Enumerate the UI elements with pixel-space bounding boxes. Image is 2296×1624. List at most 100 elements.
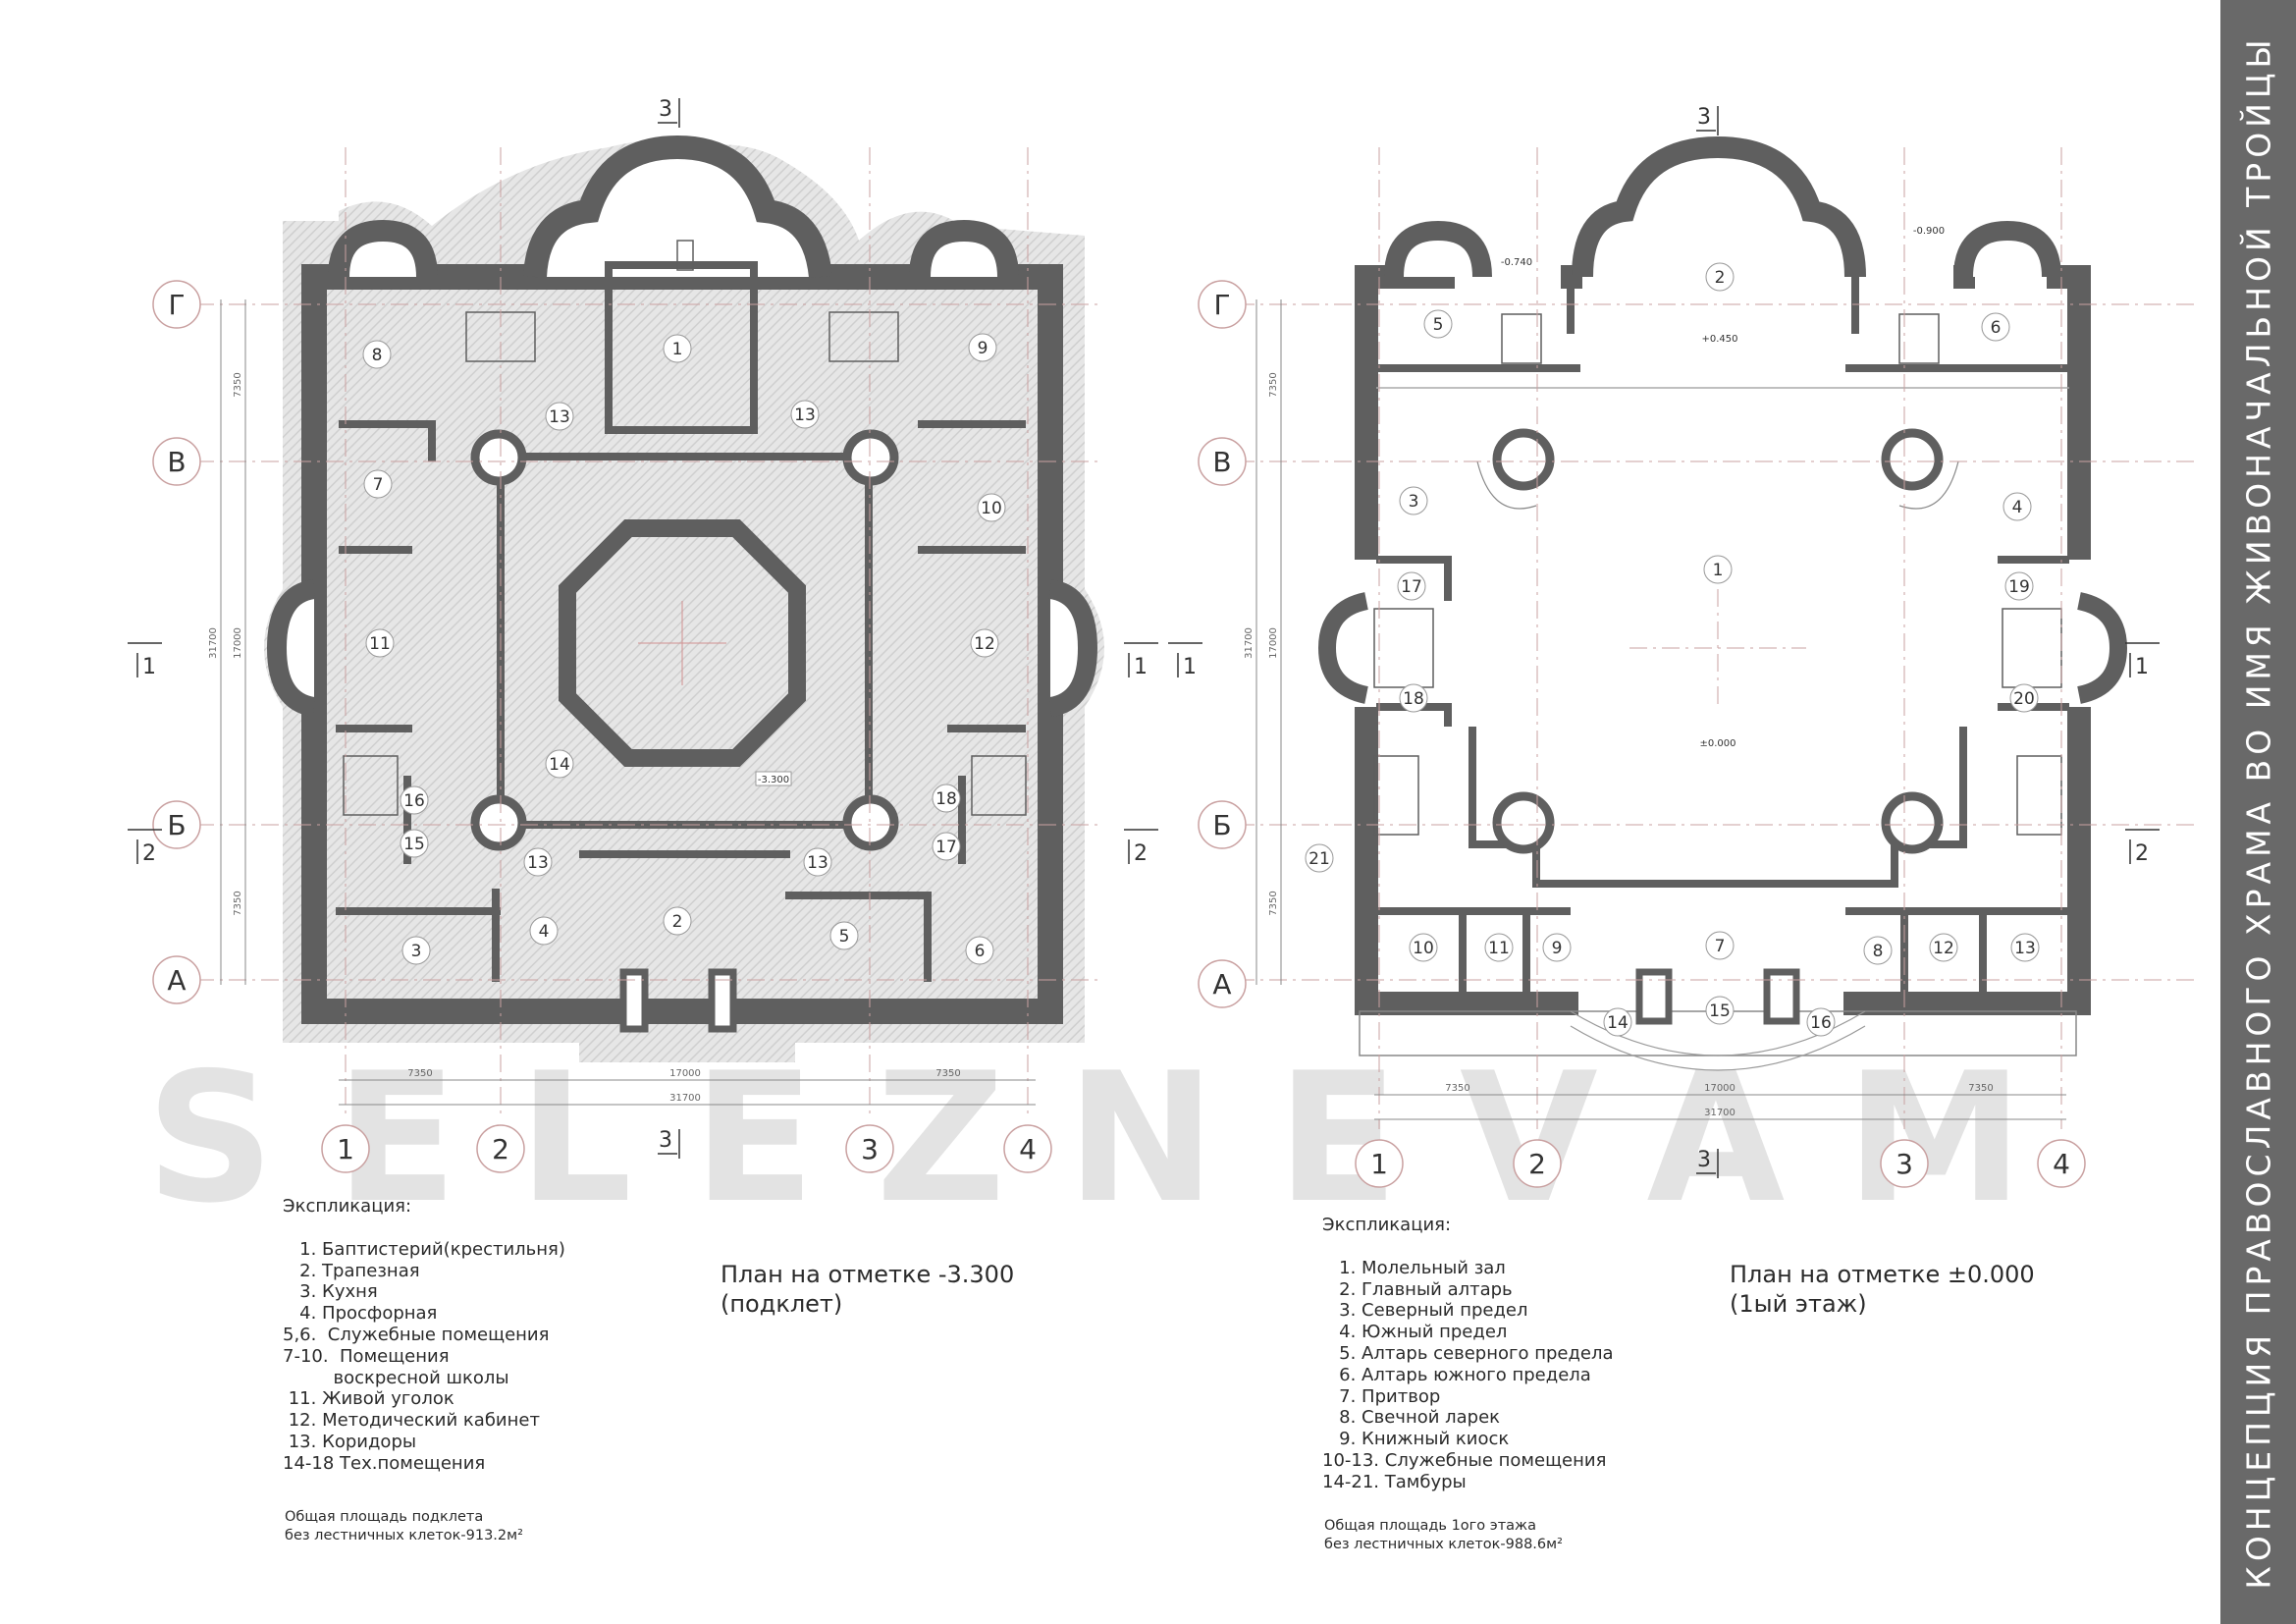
- room-number: 2: [672, 912, 683, 932]
- area-line-2: без лестничных клеток-913.2м²: [285, 1528, 523, 1543]
- section-mark-2-right: 2: [2135, 841, 2149, 866]
- axis-col-2: 2: [1528, 1148, 1546, 1180]
- section-mark-3-top: 3: [1697, 105, 1711, 130]
- axis-row-g: Г: [168, 289, 185, 321]
- axis-col-3: 3: [1896, 1148, 1913, 1180]
- room-number: 6: [975, 942, 986, 961]
- room-marker: [1981, 312, 2010, 342]
- dim-bay-2: 17000: [669, 1068, 701, 1079]
- room-marker: [401, 936, 431, 965]
- axis-col-1: 1: [1370, 1148, 1388, 1180]
- sheet-title: КОНЦЕПЦИЯ ПРАВОСЛАВНОГО ХРАМА ВО ИМЯ ЖИВ…: [2239, 34, 2277, 1590]
- room-marker: [1423, 309, 1453, 339]
- room-number: 13: [549, 407, 570, 427]
- dim-v-top: 7350: [1268, 372, 1279, 397]
- room-marker: [1484, 933, 1514, 962]
- legend-item: 1. Баптистерий(крестильня): [283, 1238, 565, 1260]
- axis-col-2: 2: [492, 1133, 509, 1165]
- legend-item: 14-21. Тамбуры: [1322, 1471, 1467, 1492]
- axis-col-1: 1: [337, 1133, 354, 1165]
- caption-line-1: План на отметке -3.300: [721, 1261, 1015, 1288]
- caption-line-2: (подклет): [721, 1290, 843, 1318]
- room-marker: [663, 906, 692, 936]
- elevation-tag-main: ±0.000: [1699, 738, 1735, 749]
- room-marker: [790, 400, 820, 429]
- area-line-1: Общая площадь подклета: [285, 1509, 484, 1525]
- room-marker: [968, 333, 997, 362]
- area-line-2: без лестничных клеток-988.6м²: [1324, 1537, 1563, 1552]
- room-number: 17: [1401, 577, 1422, 597]
- legend-list: 1. Молельный зал 2. Главный алтарь 3. Се…: [1322, 1258, 1705, 1493]
- room-number: 13: [527, 853, 549, 873]
- plan-ground-floor: 7350 17000 7350 31700 7350 17000 7350 31…: [1168, 105, 2199, 1188]
- room-number: 1: [1713, 561, 1724, 580]
- room-marker: [400, 785, 429, 815]
- col-axis-bubbles: 1 2 3 4: [321, 1124, 1052, 1173]
- room-number: 13: [2014, 939, 2036, 958]
- dim-bay-3: 7350: [935, 1068, 960, 1079]
- room-marker: [1305, 843, 1334, 873]
- area-note-ground-floor: Общая площадь 1ого этажа без лестничных …: [1324, 1517, 1563, 1554]
- legend-ground-floor: Экспликация: 1. Молельный зал 2. Главный…: [1322, 1215, 1705, 1493]
- axis-row-b: Б: [167, 809, 186, 841]
- main-apse: [523, 135, 832, 279]
- watermark: SELEZNEVAM: [146, 1034, 2085, 1242]
- room-number: 8: [1873, 942, 1884, 961]
- section-mark-1-left: 1: [142, 655, 156, 679]
- room-marker: [362, 340, 392, 369]
- room-marker: [1705, 262, 1735, 292]
- room-number: 4: [2012, 498, 2023, 517]
- legend-item: 7. Притвор: [1322, 1385, 1441, 1407]
- room-marker: [663, 334, 692, 363]
- dim-bay-2: 17000: [1704, 1083, 1735, 1094]
- dim-total: 31700: [669, 1093, 701, 1104]
- room-number: 7: [1715, 937, 1726, 956]
- room-number: 3: [1409, 492, 1419, 512]
- room-number: 4: [539, 922, 550, 942]
- legend-item: воскресной школы: [283, 1367, 509, 1388]
- room-marker: [1929, 933, 1958, 962]
- legend-item: 3. Кухня: [283, 1281, 378, 1303]
- room-marker: [2004, 571, 2034, 601]
- room-number: 8: [372, 346, 383, 365]
- room-number: 9: [978, 339, 988, 358]
- axis-col-4: 4: [1019, 1133, 1037, 1165]
- room-marker: [545, 749, 574, 779]
- room-number: 10: [1413, 939, 1434, 958]
- area-line-1: Общая площадь 1ого этажа: [1324, 1518, 1537, 1534]
- legend-item: 3. Северный предел: [1322, 1300, 1528, 1322]
- room-number: 12: [974, 634, 995, 654]
- elevation-tag-altar: +0.450: [1701, 334, 1737, 345]
- axis-col-4: 4: [2053, 1148, 2070, 1180]
- axis-row-v: В: [167, 446, 186, 478]
- caption-line-2: (1ый этаж): [1730, 1290, 1867, 1318]
- room-number: 20: [2013, 689, 2035, 709]
- legend-item: 11. Живой уголок: [283, 1388, 454, 1410]
- room-number: 7: [373, 475, 384, 495]
- dim-bay-1: 7350: [1445, 1083, 1469, 1094]
- axis-row-b: Б: [1212, 809, 1231, 841]
- elevation-tag-south: -0.900: [1913, 226, 1945, 237]
- dim-v-top: 7350: [233, 372, 243, 397]
- section-mark-3-bottom: 3: [659, 1128, 672, 1153]
- room-number: 6: [1991, 318, 2002, 338]
- room-number: 18: [935, 789, 957, 809]
- side-title-strip: КОНЦЕПЦИЯ ПРАВОСЛАВНОГО ХРАМА ВО ИМЯ ЖИВ…: [2220, 0, 2296, 1624]
- row-axis-bubbles: Г В Б А: [1198, 280, 1247, 1008]
- room-number: 14: [549, 755, 570, 775]
- plan-caption-basement: План на отметке -3.300 (подклет): [721, 1260, 1014, 1319]
- dim-v-mid: 17000: [1268, 627, 1279, 659]
- room-number: 14: [1607, 1013, 1629, 1033]
- legend-basement: Экспликация: 1. Баптистерий(крестильня) …: [283, 1196, 666, 1475]
- legend-item: 13. Коридоры: [283, 1431, 417, 1452]
- section-mark-1-left: 1: [1183, 655, 1197, 679]
- axis-row-g: Г: [1213, 289, 1230, 321]
- room-marker: [529, 916, 559, 946]
- room-marker: [965, 936, 994, 965]
- legend-item: 5. Алтарь северного предела: [1322, 1342, 1614, 1364]
- room-number: 18: [1403, 689, 1424, 709]
- room-marker: [970, 628, 999, 658]
- room-number: 15: [403, 835, 425, 854]
